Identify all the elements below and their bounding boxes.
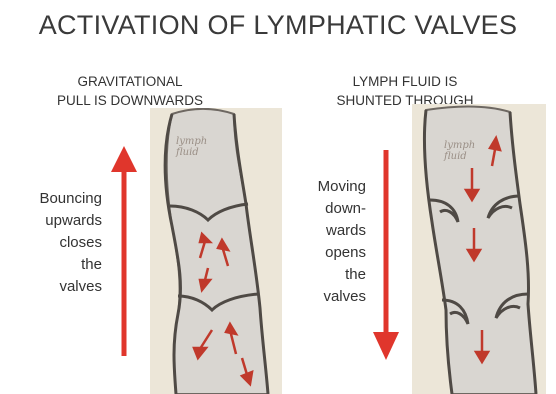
left-caption-line: valves: [14, 276, 102, 298]
left-vessel-label: lymph fluid: [176, 136, 207, 158]
left-caption-line: the: [14, 254, 102, 276]
left-caption: Bouncing upwards closes the valves: [14, 188, 102, 298]
right-vessel-label-line: lymph: [444, 140, 475, 151]
right-caption: Moving down- wards opens the valves: [296, 176, 366, 308]
left-vessel-label-line: lymph: [176, 136, 207, 147]
right-arrow-head: [373, 332, 399, 360]
right-heading-line: LYMPH FLUID IS: [300, 72, 510, 91]
left-caption-line: closes: [14, 232, 102, 254]
right-caption-line: wards: [296, 220, 366, 242]
left-caption-line: Bouncing: [14, 188, 102, 210]
right-caption-line: the: [296, 264, 366, 286]
right-caption-line: down-: [296, 198, 366, 220]
right-vessel-label-line: fluid: [444, 151, 475, 162]
page-title: ACTIVATION OF LYMPHATIC VALVES: [0, 10, 556, 41]
right-vessel-illustration: [412, 104, 546, 394]
right-caption-line: Moving: [296, 176, 366, 198]
right-caption-line: valves: [296, 286, 366, 308]
left-caption-line: upwards: [14, 210, 102, 232]
left-heading-line: GRAVITATIONAL: [20, 72, 240, 91]
left-vessel-label-line: fluid: [176, 147, 207, 158]
left-vessel-illustration: [150, 108, 282, 394]
left-arrow-head: [111, 146, 137, 172]
right-vessel-label: lymph fluid: [444, 140, 475, 162]
left-heading: GRAVITATIONAL PULL IS DOWNWARDS: [20, 72, 240, 110]
right-caption-line: opens: [296, 242, 366, 264]
